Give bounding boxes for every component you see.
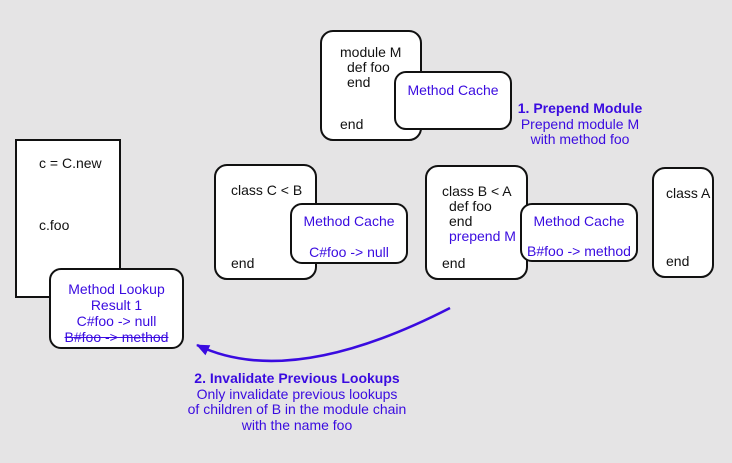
step1-line1: Prepend module M [520, 115, 640, 132]
method-lookup-result-label: Result 1 [90, 297, 143, 313]
method-cache-c-title: Method Cache [303, 213, 395, 229]
step1-line2: with method foo [530, 131, 630, 147]
step2-heading: 2. Invalidate Previous Lookups [194, 370, 400, 386]
method-cache-m-title: Method Cache [407, 82, 499, 98]
class-b-box: class B < A def foo end prepend M end [425, 165, 528, 280]
class-c-footer: end [231, 255, 255, 271]
method-lookup-box: Method Lookup Result 1 C#foo -> null B#f… [49, 268, 184, 349]
step2-line3: with the name foo [241, 416, 353, 433]
module-m-line1: module M [340, 44, 402, 60]
step2-line2: of children of B in the module chain [187, 401, 407, 417]
class-b-line1: class B < A [442, 183, 512, 199]
method-cache-b-box: Method Cache B#foo -> method [520, 203, 638, 262]
step2-line1: Only invalidate previous lookups [196, 385, 398, 402]
module-m-line2: def foo [347, 59, 390, 75]
step2-annotation: 2. Invalidate Previous Lookups Only inva… [177, 370, 417, 433]
method-cache-m-box: Method Cache [394, 71, 512, 130]
step1-heading: 1. Prepend Module [517, 100, 643, 116]
module-m-line3: end [347, 74, 371, 90]
class-b-prepend-line: prepend M [449, 228, 516, 244]
method-lookup-title: Method Lookup [68, 281, 165, 297]
class-a-box: class A end [652, 167, 714, 278]
method-lookup-entry-c: C#foo -> null [76, 313, 157, 329]
client-call-line: c.foo [39, 217, 70, 233]
class-b-line2: def foo [449, 198, 492, 214]
module-m-footer: end [340, 116, 364, 132]
invalidate-arrow-path [196, 306, 451, 363]
class-b-footer: end [442, 255, 466, 271]
method-cache-c-entry: C#foo -> null [309, 244, 389, 260]
method-lookup-entry-b-struck: B#foo -> method [64, 329, 169, 345]
step1-annotation: 1. Prepend Module Prepend module M with … [500, 100, 660, 148]
method-cache-b-entry: B#foo -> method [527, 243, 631, 259]
method-cache-b-title: Method Cache [533, 213, 625, 229]
class-b-line3: end [449, 213, 473, 229]
class-a-footer: end [666, 253, 690, 269]
client-new-line: c = C.new [39, 155, 102, 171]
method-cache-c-box: Method Cache C#foo -> null [290, 203, 408, 264]
class-a-line1: class A [666, 185, 711, 201]
class-c-line1: class C < B [231, 182, 303, 198]
